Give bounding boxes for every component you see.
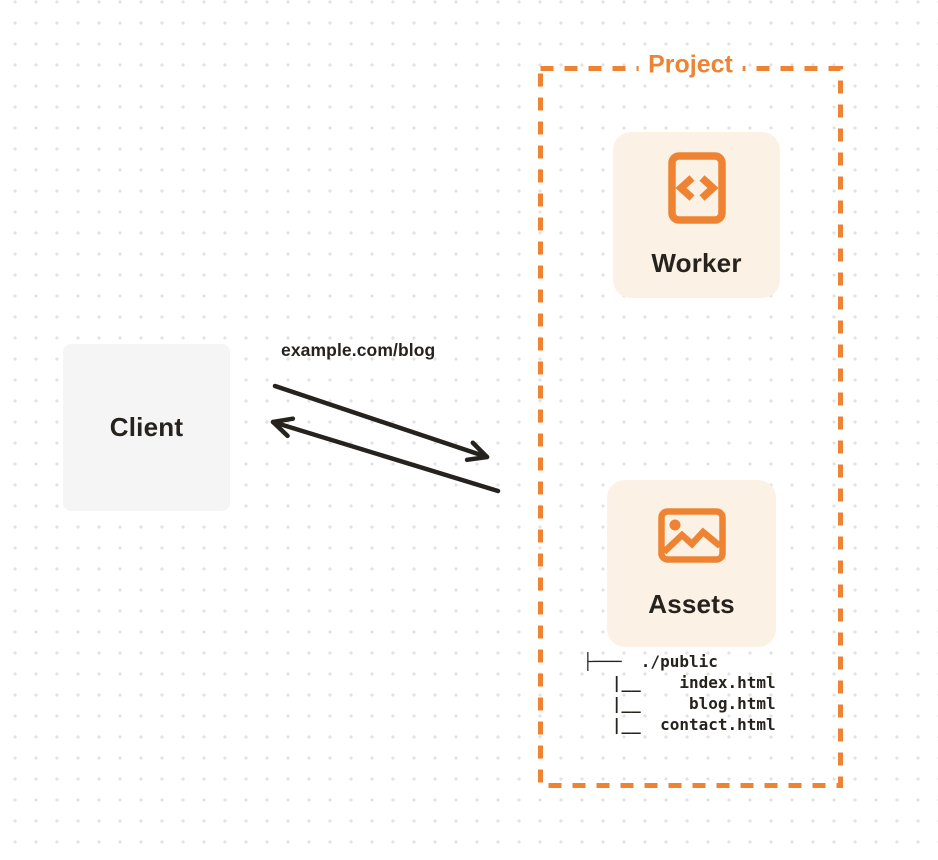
code-file-icon [667, 151, 726, 224]
project-label: Project [638, 50, 743, 80]
image-icon [657, 507, 726, 563]
worker-node: Worker [613, 132, 780, 298]
request-url-label: example.com/blog [281, 340, 436, 360]
assets-node: Assets [607, 480, 776, 647]
client-node: Client [63, 344, 230, 511]
request-arrow [272, 383, 490, 463]
response-arrow [270, 416, 501, 494]
client-label: Client [109, 412, 184, 442]
assets-file-tree: ├─── ./public |__ index.html |__ blog.ht… [583, 652, 776, 734]
worker-label: Worker [651, 247, 742, 278]
project-boundary: Project Worker Assets ├─── ./public |__ … [538, 50, 843, 788]
assets-label: Assets [648, 588, 735, 619]
